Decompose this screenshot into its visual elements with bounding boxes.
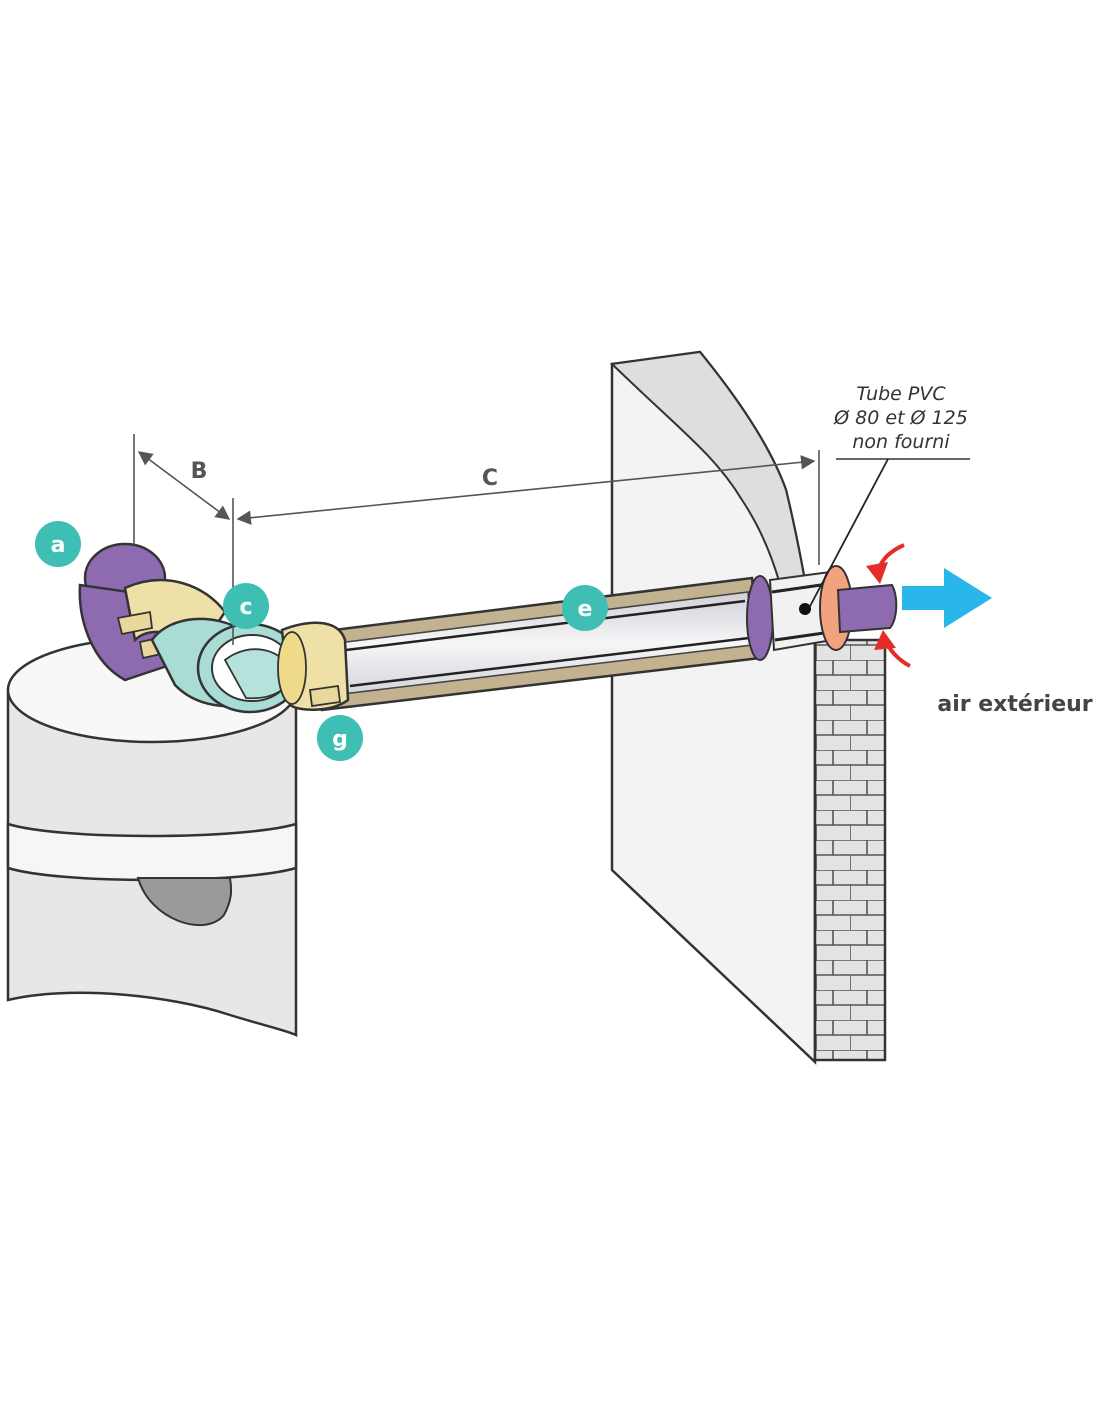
dimension-b-line (137, 451, 231, 520)
note-line-2: Ø 80 et Ø 125 (833, 407, 968, 429)
exhaust-terminal (836, 583, 898, 634)
wall-collar-inner (746, 575, 774, 661)
note-line-1: Tube PVC (856, 383, 946, 405)
dimension-c-line (236, 455, 816, 525)
badge-a: a (35, 521, 81, 567)
pvc-note: Tube PVC Ø 80 et Ø 125 non fourni (799, 383, 970, 615)
dimension-lines: B C (133, 434, 820, 645)
svg-text:c: c (239, 595, 252, 620)
note-line-3: non fourni (852, 431, 950, 453)
note-leader-dot (799, 603, 811, 615)
brick-facade (813, 638, 887, 1062)
dimension-c-label: C (482, 466, 498, 491)
air-exterieur-label: air extérieur (937, 692, 1092, 717)
svg-text:a: a (51, 533, 66, 558)
badge-c: c (223, 583, 269, 629)
badge-e: e (562, 585, 608, 631)
airflow-arrows: air extérieur (866, 543, 1093, 717)
badge-g: g (317, 715, 363, 761)
svg-text:e: e (578, 597, 593, 622)
dimension-b-label: B (191, 459, 208, 484)
exhaust-arrow-icon (902, 568, 992, 628)
svg-text:g: g (332, 727, 348, 752)
note-leader-line (807, 458, 889, 611)
